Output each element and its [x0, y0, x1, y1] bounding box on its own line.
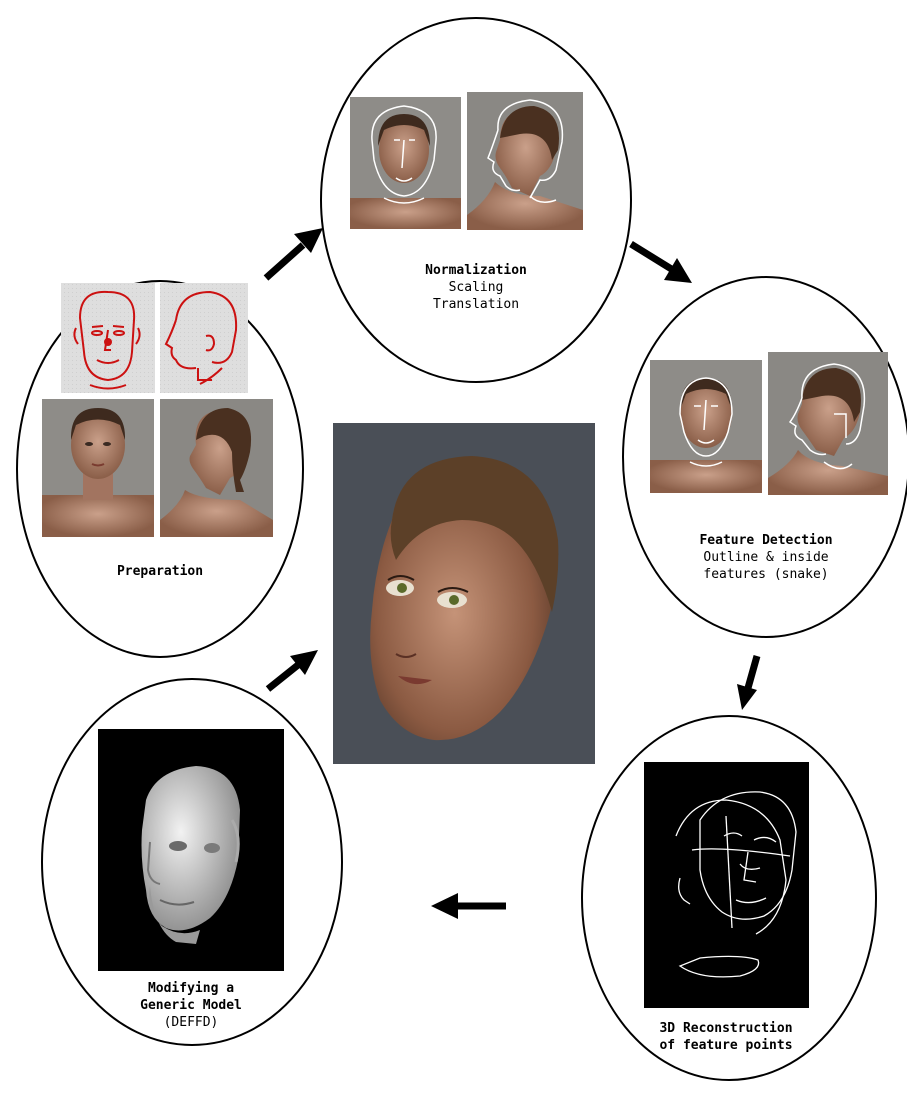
- arrow-up-right-icon: [268, 650, 318, 689]
- arrow-down-right-icon: [631, 244, 692, 283]
- side-photo-image: [160, 399, 273, 537]
- detected-side-photo-image: [768, 352, 888, 495]
- arrow-left-icon: [431, 893, 506, 919]
- feature-detection-line-1: Outline & inside: [656, 549, 876, 566]
- wireframe-points-image: [644, 762, 809, 1008]
- feature-detection-line-2: features (snake): [656, 566, 876, 583]
- normalization-line-1: Scaling: [376, 279, 576, 296]
- feature-detection-label: Feature Detection Outline & inside featu…: [656, 532, 876, 583]
- modifying-title-2: Generic Model: [91, 997, 291, 1014]
- reconstruction-title-2: of feature points: [616, 1037, 836, 1054]
- side-sketch-image: [160, 283, 248, 393]
- front-photo-image: [42, 399, 154, 537]
- preparation-label: Preparation: [60, 563, 260, 580]
- normalization-label: Normalization Scaling Translation: [376, 262, 576, 313]
- reconstruction-label: 3D Reconstruction of feature points: [616, 1020, 836, 1054]
- arrow-down-icon: [737, 656, 757, 710]
- detected-front-photo-image: [650, 360, 762, 493]
- front-sketch-image: [61, 283, 155, 393]
- feature-detection-title: Feature Detection: [656, 532, 876, 549]
- rendered-head-image: [333, 423, 595, 764]
- reconstruction-title-1: 3D Reconstruction: [616, 1020, 836, 1037]
- normalized-front-photo-image: [350, 97, 461, 229]
- normalization-title: Normalization: [376, 262, 576, 279]
- modifying-label: Modifying a Generic Model (DEFFD): [91, 980, 291, 1031]
- normalized-side-photo-image: [467, 92, 583, 230]
- preparation-title: Preparation: [60, 563, 260, 580]
- arrow-up-right-icon: [266, 228, 323, 278]
- modifying-title-1: Modifying a: [91, 980, 291, 997]
- generic-model-image: [98, 729, 284, 971]
- modifying-sub: (DEFFD): [91, 1014, 291, 1031]
- normalization-line-2: Translation: [376, 296, 576, 313]
